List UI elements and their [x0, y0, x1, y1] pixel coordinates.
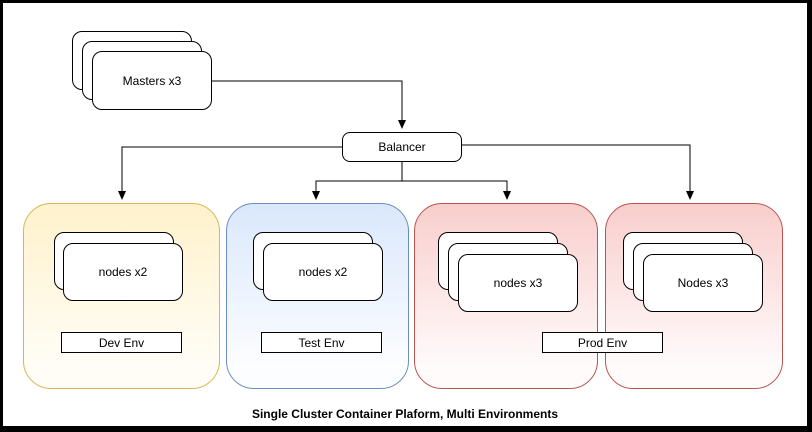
prod-right-nodes-node[interactable]: Nodes x3	[643, 254, 763, 312]
env-label-prod[interactable]: Prod Env	[542, 332, 663, 353]
edge-balancer-to-dev	[118, 146, 342, 200]
diagram-title: Single Cluster Container Plaform, Multi …	[251, 407, 559, 421]
env-container-dev[interactable]: nodes x2	[23, 203, 220, 389]
edge-balancer-to-prod-right	[462, 144, 694, 200]
env-label-dev[interactable]: Dev Env	[61, 332, 182, 353]
env-label-test[interactable]: Test Env	[261, 332, 382, 353]
diagram-canvas: Masters x3 Balancer nodes x2 nodes x2 no…	[3, 3, 807, 426]
env-container-prod-right[interactable]: Nodes x3	[605, 203, 783, 389]
env-container-prod-left[interactable]: nodes x3	[414, 203, 598, 389]
test-nodes-node[interactable]: nodes x2	[263, 243, 383, 301]
dev-nodes-node[interactable]: nodes x2	[63, 243, 183, 301]
balancer-node[interactable]: Balancer	[342, 132, 462, 162]
edge-balancer-to-test	[312, 162, 403, 200]
edge-masters-to-balancer	[212, 80, 406, 129]
prod-left-nodes-node[interactable]: nodes x3	[458, 254, 578, 312]
masters-node[interactable]: Masters x3	[92, 51, 212, 110]
env-container-test[interactable]: nodes x2	[226, 203, 409, 389]
edge-balancer-to-prod-left	[402, 180, 511, 200]
